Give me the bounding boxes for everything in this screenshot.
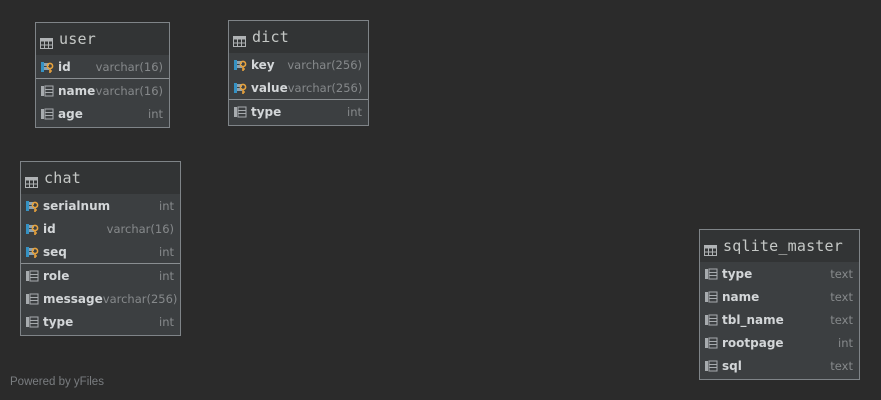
column-type: text	[830, 266, 853, 281]
column-row[interactable]: type int	[21, 310, 180, 333]
column-row[interactable]: rootpage int	[700, 331, 859, 354]
column-name: seq	[43, 244, 67, 259]
column-icon	[233, 105, 247, 119]
column-icon	[704, 267, 718, 281]
column-type: varchar(256)	[102, 291, 178, 306]
column-type: text	[830, 358, 853, 373]
column-type: int	[148, 106, 163, 121]
column-type: int	[159, 314, 174, 329]
column-row[interactable]: value varchar(256)	[229, 76, 368, 99]
column-name: value	[251, 80, 288, 95]
column-type: text	[830, 289, 853, 304]
column-name: rootpage	[722, 335, 784, 350]
column-icon	[25, 315, 39, 329]
table-sqlite-master[interactable]: sqlite_master type text name text tbl_na…	[699, 229, 860, 380]
primary-key-section: key varchar(256) value varchar(256)	[229, 53, 368, 100]
column-type: varchar(16)	[95, 83, 163, 98]
column-name: role	[43, 268, 70, 283]
primary-key-section: serialnum int id varchar(16) seq int	[21, 194, 180, 264]
column-row[interactable]: id varchar(16)	[36, 55, 169, 78]
key-column-icon	[40, 60, 54, 74]
column-name: key	[251, 57, 275, 72]
column-type: int	[159, 244, 174, 259]
table-header[interactable]: user	[36, 23, 169, 55]
column-section: name varchar(16) age int	[36, 79, 169, 125]
column-type: int	[159, 198, 174, 213]
column-row[interactable]: id varchar(16)	[21, 217, 180, 240]
column-row[interactable]: sql text	[700, 354, 859, 377]
primary-key-section: id varchar(16)	[36, 55, 169, 79]
key-column-icon	[25, 199, 39, 213]
column-type: text	[830, 312, 853, 327]
column-name: name	[58, 83, 96, 98]
column-name: tbl_name	[722, 312, 784, 327]
table-icon	[25, 173, 38, 188]
table-icon	[704, 241, 717, 256]
column-icon	[704, 313, 718, 327]
key-column-icon	[233, 58, 247, 72]
column-type: varchar(256)	[287, 57, 362, 72]
table-header[interactable]: chat	[21, 162, 180, 194]
column-name: id	[58, 59, 71, 74]
table-icon	[233, 32, 246, 47]
column-type: int	[347, 104, 362, 119]
table-title: user	[59, 30, 96, 48]
column-type: varchar(256)	[287, 80, 363, 95]
column-section: type int	[229, 100, 368, 123]
column-name: message	[43, 291, 103, 306]
column-type: varchar(16)	[106, 221, 174, 236]
column-row[interactable]: name text	[700, 285, 859, 308]
column-name: serialnum	[43, 198, 111, 213]
table-dict[interactable]: dict key varchar(256) value varchar(256)…	[228, 20, 369, 126]
table-icon	[40, 34, 53, 49]
column-row[interactable]: key varchar(256)	[229, 53, 368, 76]
column-name: type	[722, 266, 753, 281]
column-icon	[25, 269, 39, 283]
column-type: int	[159, 268, 174, 283]
column-row[interactable]: age int	[36, 102, 169, 125]
column-type: varchar(16)	[95, 59, 163, 74]
column-name: sql	[722, 358, 742, 373]
column-name: name	[722, 289, 760, 304]
column-row[interactable]: serialnum int	[21, 194, 180, 217]
column-section: type text name text tbl_name text rootpa…	[700, 262, 859, 377]
table-header[interactable]: sqlite_master	[700, 230, 859, 262]
column-icon	[704, 359, 718, 373]
column-icon	[704, 290, 718, 304]
column-row[interactable]: role int	[21, 264, 180, 287]
key-column-icon	[25, 222, 39, 236]
table-title: dict	[252, 28, 289, 46]
table-user[interactable]: user id varchar(16) name varchar(16) age…	[35, 22, 170, 128]
column-row[interactable]: message varchar(256)	[21, 287, 180, 310]
column-row[interactable]: tbl_name text	[700, 308, 859, 331]
column-name: id	[43, 221, 56, 236]
table-chat[interactable]: chat serialnum int id varchar(16) seq in…	[20, 161, 181, 336]
table-title: sqlite_master	[723, 237, 843, 255]
table-title: chat	[44, 169, 81, 187]
column-icon	[40, 107, 54, 121]
key-column-icon	[25, 245, 39, 259]
column-row[interactable]: type int	[229, 100, 368, 123]
column-icon	[704, 336, 718, 350]
table-header[interactable]: dict	[229, 21, 368, 53]
column-row[interactable]: seq int	[21, 240, 180, 263]
column-name: age	[58, 106, 83, 121]
column-icon	[25, 292, 39, 306]
column-row[interactable]: name varchar(16)	[36, 79, 169, 102]
column-name: type	[43, 314, 74, 329]
column-type: int	[838, 335, 853, 350]
key-column-icon	[233, 81, 247, 95]
powered-by-label: Powered by yFiles	[10, 376, 104, 388]
column-name: type	[251, 104, 282, 119]
column-section: role int message varchar(256) type int	[21, 264, 180, 333]
column-icon	[40, 84, 54, 98]
column-row[interactable]: type text	[700, 262, 859, 285]
